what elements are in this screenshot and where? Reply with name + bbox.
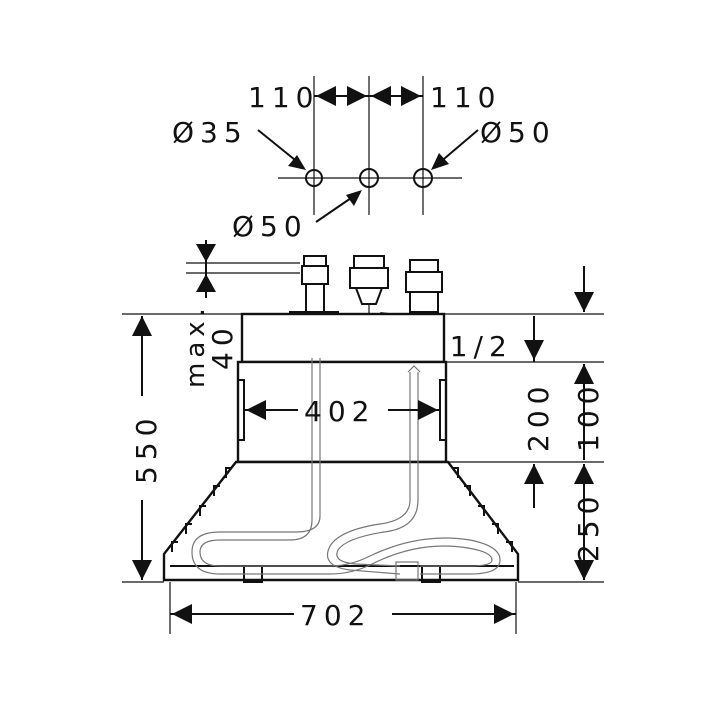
arrowhead [132, 560, 152, 580]
leader-line [315, 195, 355, 223]
outer-width-label: 702 [300, 599, 371, 632]
arrowhead [524, 340, 544, 360]
right-height-dimensions: 200 100 250 [444, 266, 605, 583]
arrowhead [574, 292, 594, 312]
arrowhead [418, 400, 438, 420]
arrowhead [316, 86, 336, 106]
height-250-label: 250 [572, 491, 605, 562]
arrowhead [288, 155, 306, 170]
arrowhead [132, 316, 152, 336]
valve-body [301, 265, 329, 285]
valve-stem [305, 283, 325, 315]
hole-right-diameter-label: Ø50 [480, 116, 556, 149]
hose-path-a [199, 358, 501, 575]
hole-left [305, 169, 323, 187]
arrowhead [524, 464, 544, 484]
valve-cap [303, 255, 327, 267]
arrowhead [494, 604, 514, 624]
arrowhead [431, 153, 449, 170]
outer-width-dimension: 702 [169, 582, 517, 634]
inner-width-dimension: 402 [244, 395, 440, 428]
hose-connector [395, 561, 419, 581]
housing [162, 312, 520, 583]
valve-taper [354, 287, 384, 305]
hose-path-d [336, 372, 419, 567]
arrowhead [196, 274, 216, 292]
spacing-right-label: 110 [430, 81, 501, 114]
arrowhead [574, 464, 594, 484]
arrowhead [346, 190, 362, 206]
shower-hose [191, 358, 501, 581]
arrowhead [574, 364, 594, 384]
total-height-dimension: 550 [122, 313, 242, 583]
spacing-left-label: 110 [248, 81, 319, 114]
max-label: max. [181, 303, 211, 388]
arrowhead [574, 560, 594, 580]
housing-top-plate [240, 312, 446, 364]
leader-line [437, 129, 479, 165]
total-height-label: 550 [130, 413, 163, 484]
hole-center [359, 168, 379, 188]
hole-right [413, 168, 433, 188]
height-200-label: 200 [522, 381, 555, 452]
arrowhead [347, 86, 367, 106]
arrowhead [246, 400, 266, 420]
valve-body [349, 267, 389, 289]
height-100-label: 100 [572, 381, 605, 452]
max-height-dimension: max. 40 [181, 240, 300, 388]
valve-cap [353, 255, 385, 269]
max-value: 40 [206, 322, 239, 370]
housing-base [162, 460, 520, 582]
valve-right [405, 259, 443, 323]
leader-line [257, 129, 301, 165]
valve-stem [409, 291, 439, 313]
valve-body [405, 271, 443, 293]
hose-end [407, 365, 421, 373]
hole-center-diameter-label: Ø50 [232, 210, 308, 243]
arrowhead [172, 604, 192, 624]
housing-ribs-left [171, 467, 232, 552]
hole-left-diameter-label: Ø35 [172, 116, 248, 149]
hole-pattern: 110 110 Ø35 Ø50 Ø50 [172, 76, 556, 243]
arrowhead [196, 244, 216, 262]
housing-ribs-right [452, 467, 513, 552]
inner-width-label: 402 [304, 395, 375, 428]
arrowhead [371, 86, 391, 106]
housing-upper-box [236, 360, 448, 464]
valve-cap [409, 259, 439, 273]
arrowhead [401, 86, 421, 106]
hose-path-c [326, 372, 411, 575]
valve-center [349, 255, 389, 322]
